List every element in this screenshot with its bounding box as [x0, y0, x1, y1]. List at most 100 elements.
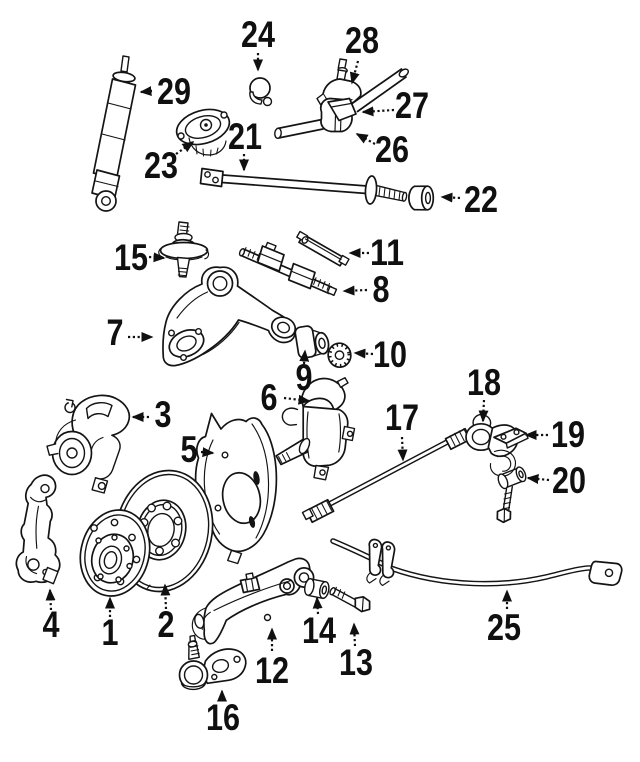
part-number-27: 27 — [395, 85, 429, 126]
part-number-21: 21 — [228, 116, 262, 157]
callout-arrow — [349, 60, 360, 85]
callout-arrow — [342, 285, 368, 296]
part-number-11: 11 — [370, 232, 404, 273]
part-number-2: 2 — [158, 604, 175, 645]
part-number-25: 25 — [487, 607, 521, 648]
part-number-29: 29 — [157, 71, 191, 112]
callout-control-arm-shaft: 8 — [342, 269, 390, 310]
callout-lower-arm-bushing: 14 — [302, 596, 336, 651]
callout-arrow — [175, 141, 195, 155]
part-number-15: 15 — [114, 237, 148, 278]
part-number-16: 16 — [206, 697, 240, 738]
callout-arrow — [283, 394, 311, 405]
hub-illustration — [79, 509, 151, 597]
callout-arrow — [397, 436, 408, 462]
callout-arrow — [353, 348, 374, 359]
callout-stabilizer-clamp: 27 — [361, 85, 429, 126]
upper-control-arm-illustration — [162, 266, 297, 367]
part-number-12: 12 — [255, 650, 289, 691]
callout-stabilizer-bar: 25 — [487, 589, 521, 648]
callout-hub: 1 — [102, 596, 119, 653]
callout-arrow — [299, 349, 310, 365]
part-number-10: 10 — [373, 334, 407, 375]
lower-ball-joint-illustration — [178, 634, 247, 691]
splash-shield-illustration — [194, 412, 278, 565]
adjusting-bolt-illustration — [496, 466, 527, 524]
lower-control-arm-illustration — [191, 557, 315, 645]
callout-arrow — [355, 133, 376, 145]
callout-caliper-bracket: 4 — [43, 588, 60, 645]
part-number-6: 6 — [261, 377, 278, 418]
part-number-17: 17 — [385, 397, 419, 438]
callout-adjusting-cam: 10 — [353, 334, 407, 375]
bumper-illustration — [249, 77, 273, 107]
shock-absorber-illustration — [91, 55, 137, 212]
adjusting-cam-illustration — [327, 342, 352, 369]
part-number-8: 8 — [373, 269, 390, 310]
part-number-9: 9 — [296, 357, 313, 398]
stabilizer-bar-clamp — [379, 541, 396, 587]
part-number-13: 13 — [339, 642, 373, 683]
part-number-23: 23 — [144, 145, 178, 186]
callout-lower-ball-joint: 16 — [206, 689, 240, 738]
callout-arrow — [139, 86, 153, 97]
steering-knuckle-illustration — [275, 377, 356, 481]
callout-arrow — [45, 588, 56, 611]
callout-control-arm-bolt: 11 — [348, 232, 404, 273]
control-arm-bushing-illustration — [294, 325, 330, 359]
control-arm-shaft-illustration — [238, 241, 338, 296]
caliper-bracket-illustration — [15, 474, 61, 585]
callout-upper-control-arm: 7 — [107, 312, 154, 353]
callout-arrow — [478, 399, 489, 423]
callout-splash-shield: 5 — [181, 429, 215, 470]
callout-upper-ball-joint: 15 — [114, 237, 166, 278]
callout-anchor-arm: 18 — [467, 362, 501, 423]
stabilizer-bushing-clamp-illustration — [274, 68, 409, 139]
callout-stabilizer-bracket: 28 — [345, 20, 379, 85]
callout-brake-caliper: 3 — [131, 394, 172, 435]
callout-shock-absorber: 29 — [139, 71, 191, 112]
callout-arrow — [526, 474, 550, 484]
part-number-18: 18 — [467, 362, 501, 403]
shock-mount-illustration — [175, 108, 231, 157]
part-number-14: 14 — [302, 610, 336, 651]
lower-arm-bushing-illustration — [303, 578, 330, 600]
part-number-3: 3 — [155, 394, 172, 435]
part-number-26: 26 — [375, 129, 409, 170]
control-arm-bolt-illustration — [296, 230, 350, 267]
callout-control-arm-bushing: 9 — [296, 349, 313, 398]
part-number-22: 22 — [464, 179, 498, 220]
callout-lower-control-arm: 12 — [255, 627, 289, 691]
callout-arrow — [200, 447, 215, 458]
torsion-bar-illustration — [301, 427, 472, 524]
callout-arrow — [440, 192, 461, 203]
strut-rod-illustration — [199, 167, 408, 205]
callout-adjusting-arm: 19 — [524, 414, 585, 455]
callout-arrow — [160, 583, 171, 610]
upper-ball-joint-illustration — [158, 221, 210, 278]
callout-arrow — [361, 106, 395, 117]
callout-strut-rod-bushing: 22 — [440, 179, 498, 220]
callout-arrow — [349, 622, 360, 647]
part-number-28: 28 — [345, 20, 379, 61]
callout-torsion-bar: 17 — [385, 397, 419, 462]
callout-shock-mount: 23 — [144, 141, 195, 186]
part-number-4: 4 — [43, 604, 60, 645]
lower-arm-bolt-illustration — [329, 586, 371, 613]
part-number-1: 1 — [102, 612, 119, 653]
callout-stabilizer-bushing: 26 — [355, 129, 409, 170]
callout-brake-rotor: 2 — [158, 583, 175, 645]
part-number-19: 19 — [551, 414, 585, 455]
callout-adjusting-bolt: 20 — [526, 460, 586, 501]
callout-lower-arm-bolt: 13 — [339, 622, 373, 683]
stabilizer-bar-illustration — [330, 538, 623, 587]
part-number-7: 7 — [107, 312, 124, 353]
part-number-20: 20 — [552, 460, 586, 501]
callout-steering-knuckle: 6 — [261, 377, 311, 418]
part-number-24: 24 — [241, 14, 275, 55]
part-number-5: 5 — [181, 429, 198, 470]
strut-rod-bushing-illustration — [408, 185, 435, 211]
